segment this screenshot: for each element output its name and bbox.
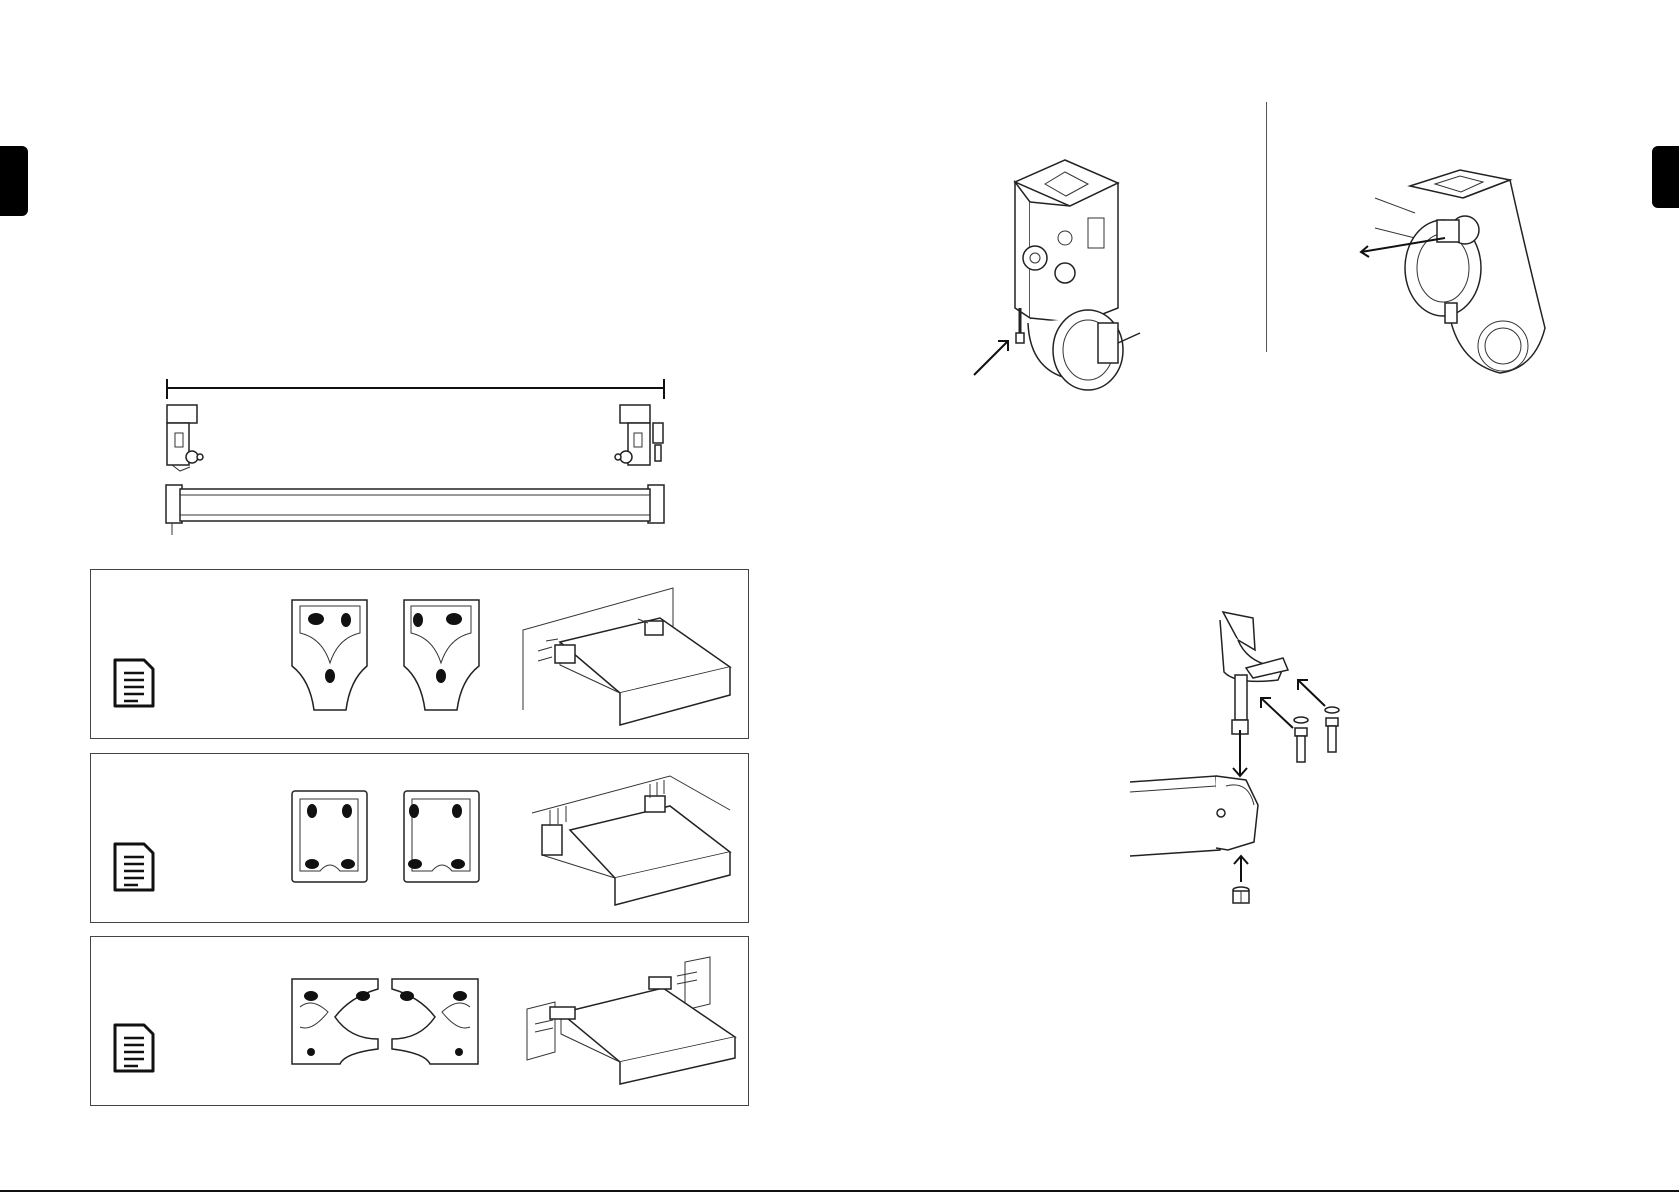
bracket-assembly-illustration <box>1128 610 1343 910</box>
side-mount-diagram <box>525 952 740 1087</box>
document-icon <box>112 1022 156 1074</box>
page-tab-marker-right <box>1652 146 1679 208</box>
pointer-arrow-icon <box>970 335 1015 380</box>
column-divider <box>1266 102 1267 352</box>
right-bracket-icon <box>615 405 663 465</box>
wall-bracket-hole-pattern-icon <box>290 598 480 713</box>
cassette-icon <box>166 485 664 535</box>
direction-arrow-icon <box>1355 230 1450 265</box>
document-icon <box>112 657 156 709</box>
side-bracket-hole-pattern-icon <box>290 977 480 1066</box>
ceiling-mount-diagram <box>530 770 740 905</box>
document-icon <box>112 841 156 893</box>
page-tab-marker-left <box>0 146 28 216</box>
awning-overview-illustration <box>150 375 680 545</box>
wall-mount-diagram <box>520 585 740 725</box>
motor-end-rear-illustration <box>1375 168 1550 383</box>
left-bracket-icon <box>167 405 203 471</box>
ceiling-bracket-hole-pattern-icon <box>290 789 480 884</box>
